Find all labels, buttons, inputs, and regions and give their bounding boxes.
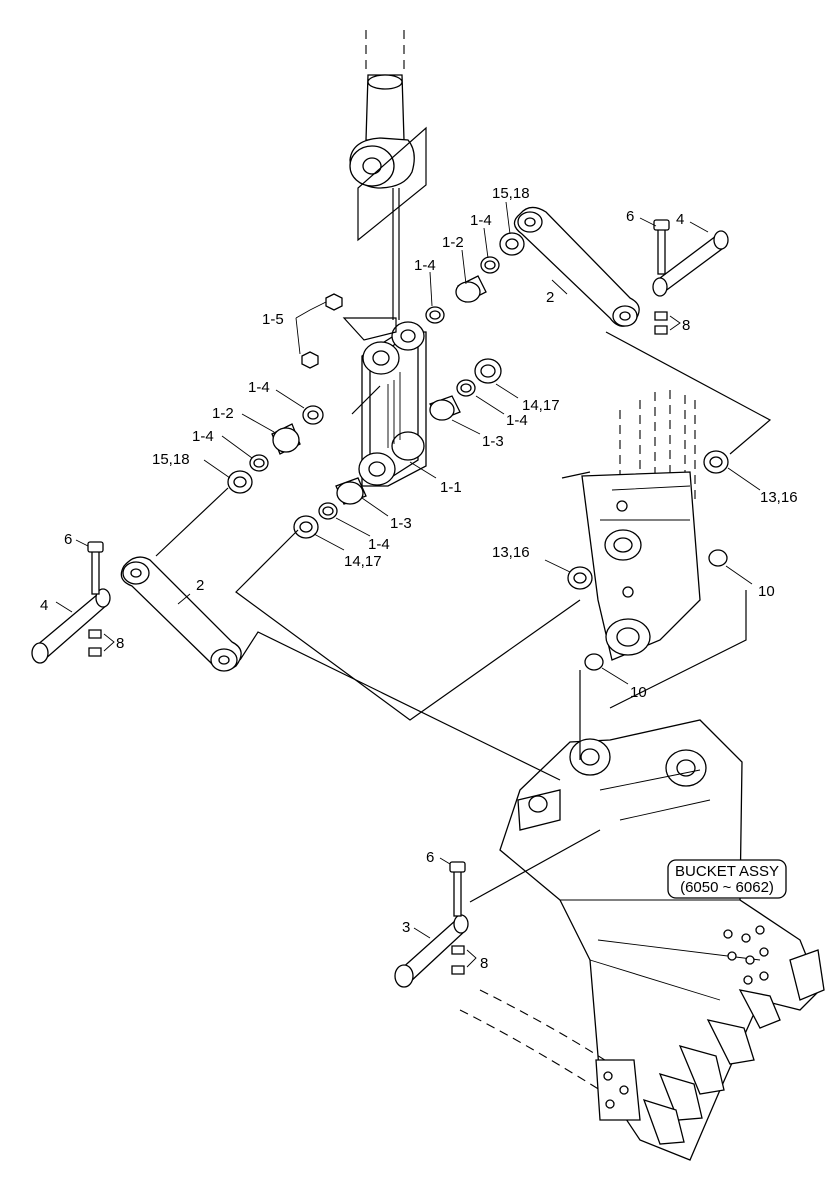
yoke-link-assembly — [295, 293, 427, 487]
callout-10-mid: 10 — [630, 684, 647, 701]
leader-lines — [55, 201, 761, 939]
cylinder-rod — [349, 30, 427, 320]
callout-labels: 1-5 1-4 1-2 1-4 15,18 6 4 2 8 1-4 1-2 1-… — [40, 185, 798, 972]
arm-tip — [581, 390, 701, 661]
arm-shims — [567, 450, 729, 671]
callout-1-4-top: 1-4 — [414, 257, 436, 274]
callout-13-16-right: 13,16 — [760, 489, 798, 506]
callout-8-left: 8 — [116, 635, 124, 652]
callout-1-3-right: 1-3 — [482, 433, 504, 450]
callout-2-top: 2 — [546, 289, 554, 306]
callout-1-3-low: 1-3 — [390, 515, 412, 532]
callout-1-4-left1: 1-4 — [248, 379, 270, 396]
callout-10-right: 10 — [758, 583, 775, 600]
callout-1-4-top2: 1-4 — [470, 212, 492, 229]
callout-13-16-mid: 13,16 — [492, 544, 530, 561]
callout-15-18-left: 15,18 — [152, 451, 190, 468]
callout-1-4-low: 1-4 — [368, 536, 390, 553]
bucket-assy-range: (6050 ~ 6062) — [680, 879, 774, 896]
callout-1-5: 1-5 — [262, 311, 284, 328]
callout-15-18-top: 15,18 — [492, 185, 530, 202]
callout-6-left: 6 — [64, 531, 72, 548]
callout-14-17-right: 14,17 — [522, 397, 560, 414]
left-upper-bushings — [227, 405, 324, 494]
callout-1-2-top: 1-2 — [442, 234, 464, 251]
top-link-group — [513, 206, 729, 335]
left-lower-bushings — [293, 477, 367, 539]
callout-6-top: 6 — [626, 208, 634, 225]
callout-3-bottom: 3 — [402, 919, 410, 936]
bottom-pin-group — [394, 861, 477, 988]
callout-1-1: 1-1 — [440, 479, 462, 496]
callout-2-left: 2 — [196, 577, 204, 594]
callout-1-2-left: 1-2 — [212, 405, 234, 422]
callout-4-top: 4 — [676, 211, 684, 228]
right-bushings — [429, 358, 502, 421]
assembly-lines — [155, 331, 772, 903]
bucket-assy-label: BUCKET ASSY (6050 ~ 6062) — [667, 859, 787, 899]
bucket-assy-title: BUCKET ASSY — [675, 863, 779, 880]
callout-1-4-left2: 1-4 — [192, 428, 214, 445]
bucket — [459, 719, 825, 1161]
callout-8-top: 8 — [682, 317, 690, 334]
callout-8-bottom: 8 — [480, 955, 488, 972]
callout-6-bottom: 6 — [426, 849, 434, 866]
upper-right-bushings — [425, 232, 525, 324]
callout-4-left: 4 — [40, 597, 48, 614]
callout-14-17-low: 14,17 — [344, 553, 382, 570]
left-link-group — [31, 541, 242, 672]
callout-1-4-right: 1-4 — [506, 412, 528, 429]
